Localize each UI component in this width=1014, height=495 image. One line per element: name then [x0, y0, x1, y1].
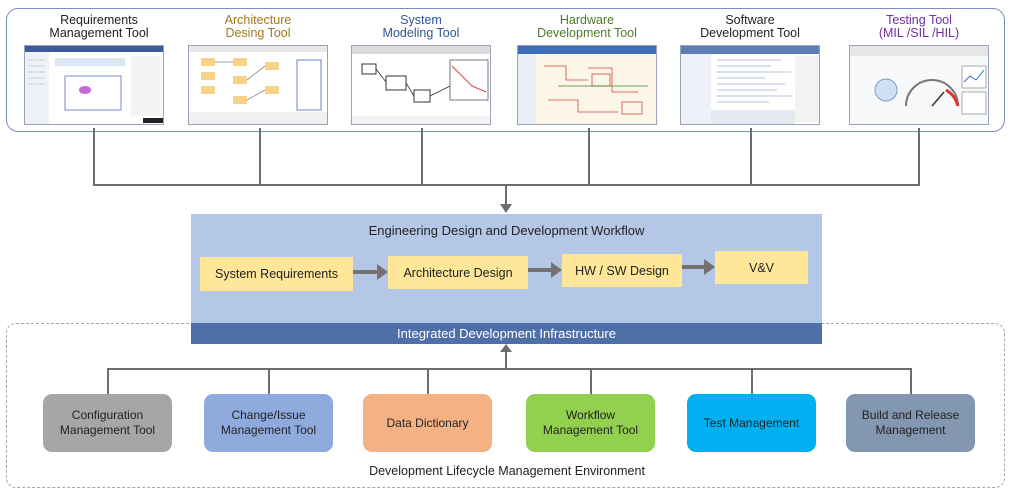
- tools-panel: [6, 8, 1005, 132]
- step-vv: V&V: [715, 251, 808, 284]
- connector-line: [505, 185, 507, 207]
- tool-title-requirements: Requirements Management Tool: [49, 13, 149, 40]
- connector-line: [421, 128, 423, 185]
- system-modeling-tool-screenshot: [351, 45, 491, 125]
- step-architecture-design: Architecture Design: [388, 256, 528, 289]
- connector-line: [918, 128, 920, 185]
- software-tool-thumbnail: [681, 46, 819, 124]
- connector-line: [750, 128, 752, 185]
- connector-line: [107, 368, 109, 395]
- requirements-tool-thumbnail: [25, 46, 163, 124]
- connector-line: [505, 351, 507, 369]
- hardware-tool-thumbnail: [518, 46, 656, 124]
- hardware-tool-screenshot: [517, 45, 657, 125]
- tool-title-system-modeling: System Modeling Tool: [382, 13, 460, 40]
- infrastructure-bar: Integrated Development Infrastructure: [191, 323, 822, 344]
- connector-line: [751, 368, 753, 395]
- arrow-up-icon: [500, 344, 512, 352]
- testing-tool-thumbnail: [850, 46, 988, 124]
- connector-line: [910, 368, 912, 395]
- connector-line: [259, 128, 261, 185]
- tool-title-hardware: Hardware Development Tool: [537, 13, 637, 40]
- connector-bus-bottom: [107, 368, 912, 370]
- tool-title-testing: Testing Tool (MIL /SIL /HIL): [878, 13, 960, 40]
- environment-title: Development Lifecycle Management Environ…: [369, 464, 645, 478]
- software-tool-screenshot: [680, 45, 820, 125]
- workflow-title: Engineering Design and Development Workf…: [368, 223, 645, 238]
- connector-line: [427, 368, 429, 395]
- connector-line: [588, 128, 590, 185]
- system-modeling-tool-thumbnail: [352, 46, 490, 124]
- tool-title-architecture: Architecture Desing Tool: [224, 13, 292, 40]
- connector-line: [93, 128, 95, 185]
- connector-line: [590, 368, 592, 395]
- connector-line: [268, 368, 270, 395]
- arrow-right-icon: [353, 264, 388, 280]
- step-system-requirements: System Requirements: [200, 257, 353, 291]
- testing-tool-screenshot: [849, 45, 989, 125]
- arrow-right-icon: [682, 259, 715, 275]
- arrow-right-icon: [528, 262, 562, 278]
- step-hw-sw-design: HW / SW Design: [562, 254, 682, 287]
- test-management-box: Test Management: [687, 394, 816, 452]
- requirements-tool-screenshot: [24, 45, 164, 125]
- data-dictionary-box: Data Dictionary: [363, 394, 492, 452]
- arrow-down-icon: [500, 204, 512, 213]
- architecture-tool-screenshot: [188, 45, 328, 125]
- tool-title-software: Software Development Tool: [700, 13, 800, 40]
- architecture-tool-thumbnail: [189, 46, 327, 124]
